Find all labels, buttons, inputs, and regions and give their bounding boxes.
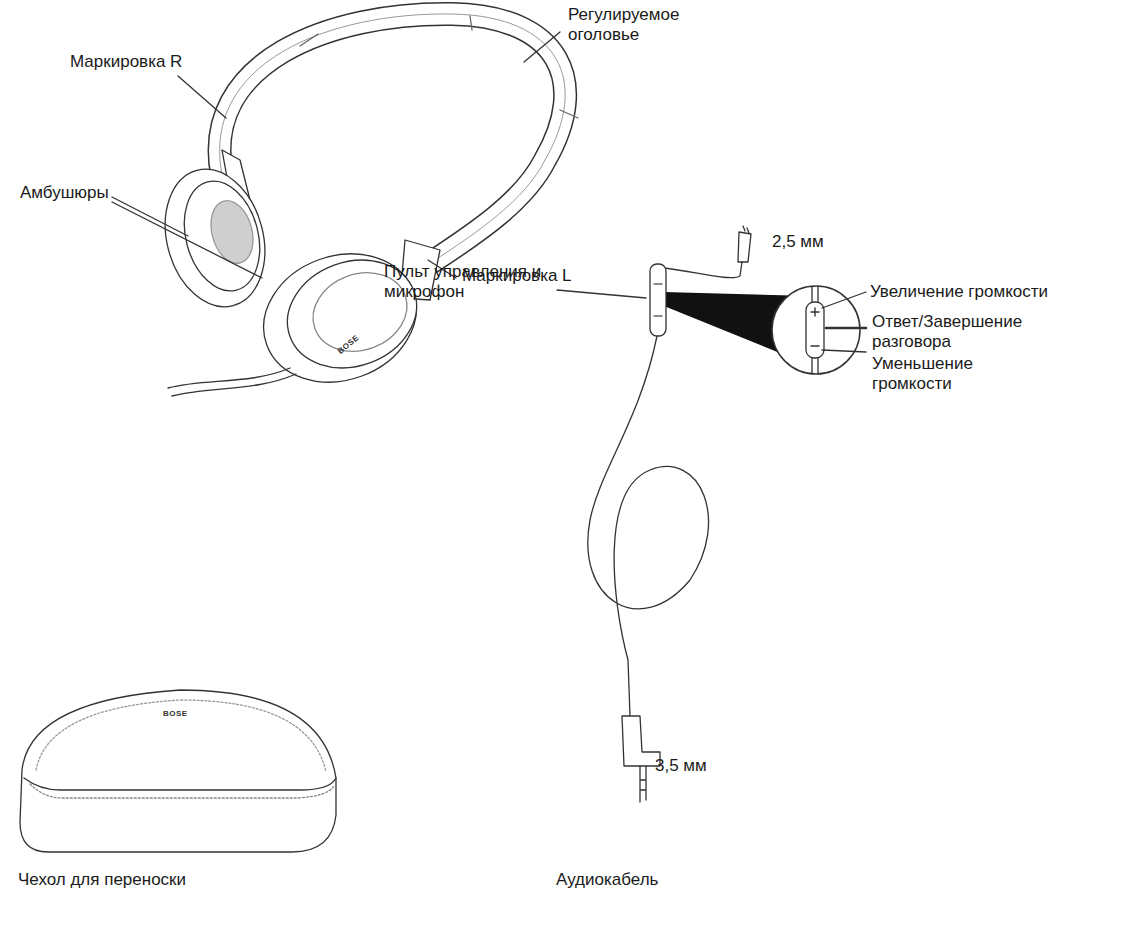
part-label: Регулируемое оголовье [568, 5, 708, 45]
case-stitch [36, 700, 326, 772]
leader-line [822, 292, 866, 308]
part-label: Увеличение громкости [870, 282, 1048, 302]
part-label: 2,5 мм [772, 232, 824, 252]
remote-buttons [654, 284, 662, 316]
plug-35-tip [640, 766, 646, 802]
plug-tip-25 [743, 226, 749, 233]
headband-fill [220, 14, 566, 262]
part-label: Уменьшение громкости [872, 354, 992, 394]
part-label: Чехол для переноски [18, 870, 186, 890]
zoom-symbols [811, 308, 819, 346]
zoom-remote [806, 302, 824, 358]
leader-line [524, 32, 560, 62]
plug-25 [738, 232, 751, 262]
leader-line [112, 197, 262, 278]
headband-seam [220, 14, 566, 262]
headband-outline [220, 14, 566, 262]
carry-case [20, 690, 336, 852]
cable [588, 336, 709, 716]
headphone-cable [168, 368, 290, 388]
earcup-r-driver [204, 196, 259, 268]
leader-line [826, 327, 866, 330]
leader-line [178, 76, 226, 118]
earcup-r [151, 158, 280, 318]
brand-logo: BOSE [163, 709, 188, 718]
part-label: 3,5 мм [655, 756, 707, 776]
case-edge [24, 778, 336, 790]
headphone-cable [172, 374, 296, 396]
part-label: Ответ/Завершение разговора [872, 312, 1072, 352]
plug-35 [622, 716, 660, 766]
part-label: Пульт управления и микрофон [384, 262, 559, 302]
cable [662, 262, 742, 278]
part-label: Маркировка R [70, 52, 182, 72]
earcup-l-cushion [245, 233, 434, 403]
leader-line [557, 290, 646, 298]
case-stitch [30, 784, 334, 798]
headband-slider [300, 16, 578, 118]
part-label: Аудиокабель [556, 870, 658, 890]
leader-line [822, 350, 866, 352]
remote [650, 264, 666, 336]
part-label: Амбушюры [20, 183, 109, 203]
